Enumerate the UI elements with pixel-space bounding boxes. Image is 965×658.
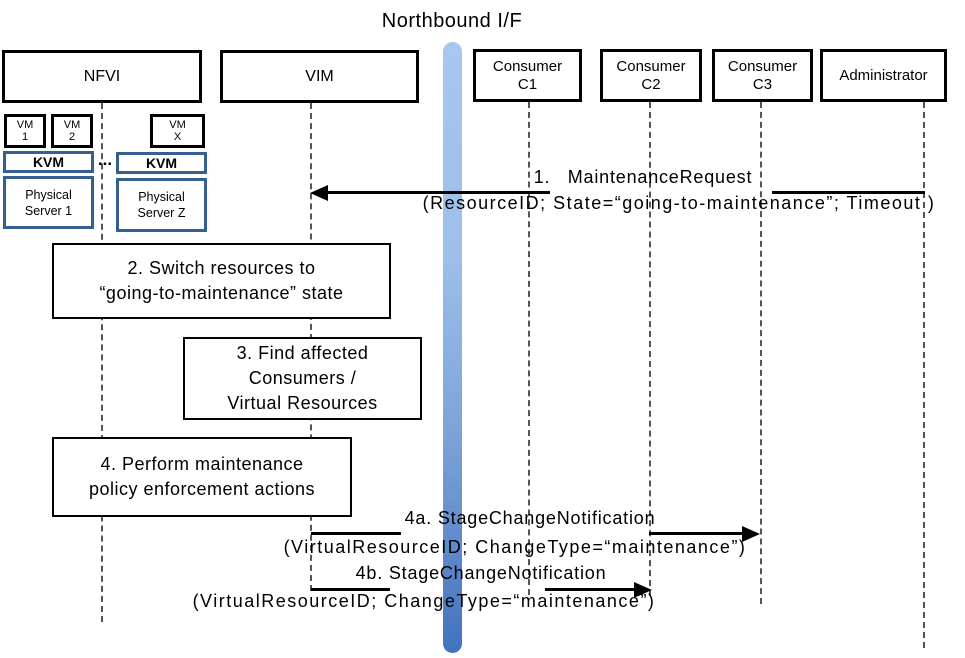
actor-label: C1 <box>517 75 538 93</box>
message-4a-line-segment <box>311 532 401 535</box>
message-1-line-segment <box>326 191 550 194</box>
physical-server-z-box: Physical Server Z <box>116 178 207 232</box>
activity-box-4: 4. Perform maintenance policy enforcemen… <box>52 437 352 517</box>
message-1-param: (ResourceID; State=“going-to-maintenance… <box>422 193 936 213</box>
message-4a-line-segment <box>649 532 743 535</box>
message-4a-arrowhead <box>742 526 760 542</box>
kvm-label: KVM <box>32 154 65 170</box>
vm-label: X <box>173 131 182 143</box>
actor-box-nfvi: NFVI <box>2 50 202 103</box>
lifeline-administrator <box>923 102 925 648</box>
message-1-arrowhead <box>310 185 328 201</box>
message-4a-param: (VirtualResourceID; ChangeType=“maintena… <box>283 537 747 557</box>
actor-box-consumer-c1: Consumer C1 <box>473 49 582 102</box>
actor-box-consumer-c2: Consumer C2 <box>600 49 702 102</box>
message-4b-line-segment <box>311 588 390 591</box>
server-label: Physical <box>138 190 185 204</box>
actor-label: VIM <box>305 67 334 85</box>
vm-label: 1 <box>21 131 29 143</box>
message-4b-title: 4b. StageChangeNotification <box>355 563 607 583</box>
actor-box-administrator: Administrator <box>820 49 947 102</box>
diagram-title: Northbound I/F <box>381 10 523 32</box>
actor-label: C2 <box>641 75 661 93</box>
message-4b-param: (VirtualResourceID; ChangeType=“maintena… <box>192 591 656 611</box>
server-label: Server Z <box>137 206 186 220</box>
activity-box-2: 2. Switch resources to “going-to-mainten… <box>52 243 391 319</box>
lifeline-consumer-c2 <box>649 102 651 596</box>
activity-text: 4. Perform maintenance <box>100 454 304 474</box>
message-4a-title: 4a. StageChangeNotification <box>404 508 656 528</box>
actor-box-vim: VIM <box>220 50 419 103</box>
activity-text: policy enforcement actions <box>88 479 316 499</box>
activity-text: “going-to-maintenance” state <box>99 283 344 303</box>
northbound-interface-bar <box>443 42 462 653</box>
lifeline-consumer-c1 <box>528 102 530 595</box>
message-4b-line-segment <box>545 588 635 591</box>
actor-label: Administrator <box>839 66 928 84</box>
server-label: Server 1 <box>24 203 73 218</box>
ellipsis: ... <box>97 150 113 169</box>
kvm-label: KVM <box>145 155 178 171</box>
lifeline-consumer-c3 <box>760 102 762 604</box>
vm-label: VM <box>16 119 34 131</box>
server-label: Physical <box>25 187 72 202</box>
vm-label: VM <box>169 119 186 131</box>
lifeline-nfvi <box>101 103 103 622</box>
actor-label: NFVI <box>83 67 121 85</box>
actor-label: Consumer <box>616 57 686 75</box>
kvm-box-right: KVM <box>116 152 207 174</box>
activity-box-3: 3. Find affected Consumers / Virtual Res… <box>183 337 422 420</box>
actor-label: C3 <box>752 75 773 93</box>
actor-label: Consumer <box>492 57 563 75</box>
message-1-line-segment <box>772 191 925 194</box>
physical-server-1-box: Physical Server 1 <box>3 176 94 229</box>
vm-box-x: VM X <box>150 114 205 148</box>
message-4b-arrowhead <box>634 582 652 598</box>
message-1-title: 1. MaintenanceRequest <box>533 167 753 187</box>
activity-text: Consumers / <box>248 368 357 388</box>
vm-box-1: VM 1 <box>4 114 46 148</box>
activity-text: 2. Switch resources to <box>127 258 316 278</box>
activity-text: Virtual Resources <box>227 393 378 413</box>
actor-label: Consumer <box>727 57 798 75</box>
vm-label: 2 <box>68 131 76 143</box>
activity-text: 3. Find affected <box>236 343 369 363</box>
kvm-box-left: KVM <box>3 151 94 173</box>
vm-label: VM <box>63 119 81 131</box>
actor-box-consumer-c3: Consumer C3 <box>712 49 813 102</box>
vm-box-2: VM 2 <box>51 114 93 148</box>
